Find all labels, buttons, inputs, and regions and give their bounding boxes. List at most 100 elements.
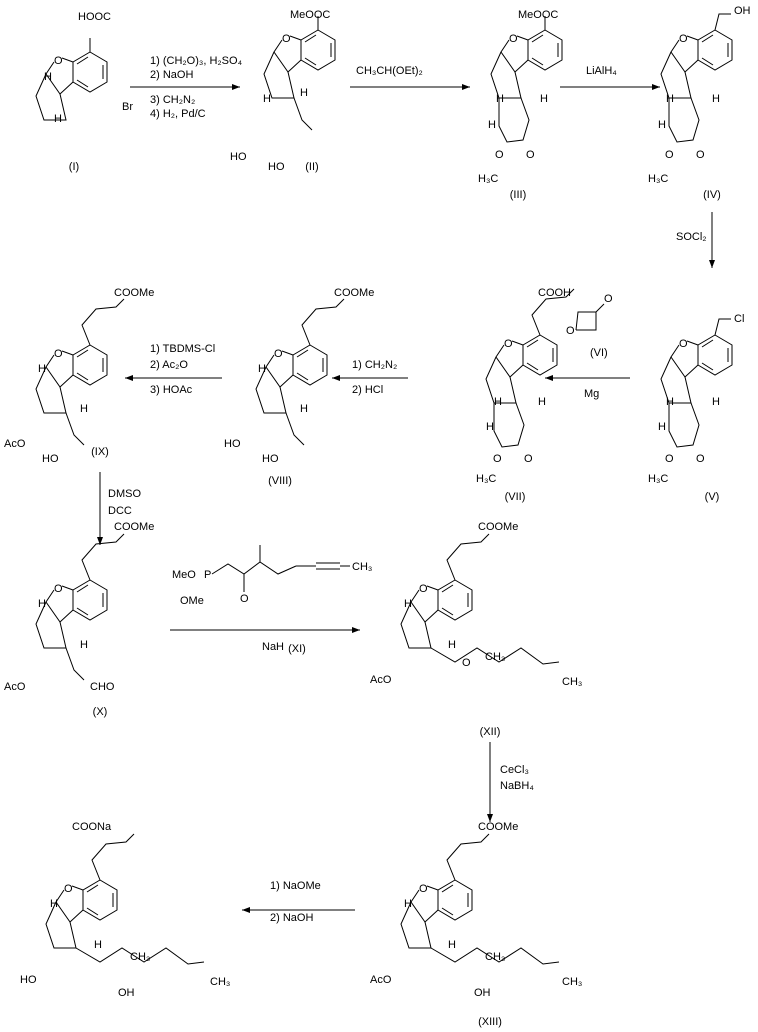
bond xyxy=(211,561,297,575)
bond xyxy=(65,647,85,681)
reagent-text: DMSO xyxy=(108,488,141,500)
atom-label: OH xyxy=(474,987,491,999)
bond xyxy=(575,311,597,331)
compound-label: (II) xyxy=(305,161,318,173)
arrow-r3: LiAlH₄ xyxy=(560,65,660,90)
bond xyxy=(61,350,74,356)
atom-label: OMe xyxy=(180,595,204,607)
reagent-text: 1) TBDMS-Cl xyxy=(150,343,215,355)
bond xyxy=(76,349,89,358)
atom-label: CH₃ xyxy=(130,951,150,963)
atom-label: H xyxy=(658,421,666,433)
bond xyxy=(670,344,699,378)
bond xyxy=(701,339,714,348)
bond xyxy=(273,39,302,73)
atom-label: CH₃ xyxy=(352,561,372,573)
atom-label: AcO xyxy=(4,438,26,450)
bond xyxy=(701,362,714,371)
atom-label: CH₃ xyxy=(562,676,582,688)
atom-label: HO xyxy=(20,974,37,986)
atom-label: MeO xyxy=(172,569,196,581)
bond xyxy=(697,334,733,376)
bond xyxy=(45,901,77,949)
bond xyxy=(72,344,108,386)
arrow-r5: Mg xyxy=(545,375,630,400)
compound-label: (VIII) xyxy=(268,475,292,487)
arrow-head xyxy=(652,84,660,90)
bond xyxy=(81,533,125,581)
bond xyxy=(281,350,294,356)
atom-label: OH xyxy=(734,5,751,17)
arrow-head xyxy=(242,907,250,913)
bond xyxy=(516,35,529,41)
furan-oxygen: O xyxy=(419,583,428,595)
bond xyxy=(531,57,544,66)
arrow-r8: DMSO DCC xyxy=(97,472,141,545)
bond xyxy=(35,601,67,649)
compound-label: (IX) xyxy=(91,446,109,458)
atom-label: CH₃ xyxy=(485,951,505,963)
atom-label: CH₃ xyxy=(210,976,230,988)
bond xyxy=(35,73,67,121)
bond xyxy=(668,402,700,448)
bond xyxy=(527,29,563,71)
bond xyxy=(670,39,699,73)
bond xyxy=(76,607,89,616)
bond xyxy=(697,29,733,71)
atom-label: HO xyxy=(42,453,59,465)
reagent-text: 3) CH₂N₂ xyxy=(150,94,195,106)
bond xyxy=(81,298,125,346)
furan-oxygen: O xyxy=(54,55,63,67)
atom-label: H₃C xyxy=(648,473,668,485)
bond xyxy=(86,907,99,916)
bond xyxy=(526,339,539,348)
bond xyxy=(61,57,74,63)
arrow-r4: SOCl₂ xyxy=(676,212,715,268)
bond xyxy=(292,344,328,386)
arrow-r2: CH₃CH(OEt)₂ xyxy=(350,65,470,90)
bond xyxy=(76,79,89,88)
atom-label: H xyxy=(712,396,720,408)
reagent-text: 2) Ac₂O xyxy=(150,359,188,371)
arrow-head xyxy=(545,375,553,381)
compound-label: (XII) xyxy=(480,726,501,738)
atom-label: H xyxy=(666,93,674,105)
furan-oxygen: O xyxy=(504,338,513,350)
reagent-text: 1) (CH₂O)₃, H₂SO₄ xyxy=(150,55,243,67)
atom-label: H xyxy=(300,403,308,415)
reagent-text: DCC xyxy=(108,505,132,517)
bond xyxy=(441,884,454,893)
atom-label: H₃C xyxy=(648,173,668,185)
atom-label: O xyxy=(566,325,575,337)
atom-label: H₃C xyxy=(476,473,496,485)
furan-oxygen: O xyxy=(274,348,283,360)
atom-label: COOH xyxy=(538,287,571,299)
reagent-VI: OO(VI) xyxy=(566,293,613,359)
bond xyxy=(446,533,490,581)
atom-label: AcO xyxy=(4,681,26,693)
atom-label: H xyxy=(404,898,412,910)
bond xyxy=(511,340,524,346)
bond xyxy=(446,833,490,881)
compound-label: (I) xyxy=(69,161,79,173)
atom-label: H xyxy=(496,93,504,105)
atom-label: H₃C xyxy=(478,173,498,185)
reagent-text: 3) HOAc xyxy=(150,384,193,396)
atom-label: H xyxy=(486,421,494,433)
bond xyxy=(91,833,135,881)
reagent-text: NaBH₄ xyxy=(500,780,534,792)
bond xyxy=(701,34,714,43)
atom-label: H xyxy=(658,119,666,131)
bond xyxy=(714,13,731,31)
bond xyxy=(285,412,305,446)
atom-label: O xyxy=(604,293,613,305)
atom-label: H xyxy=(263,93,271,105)
atom-label: H xyxy=(50,898,58,910)
reagent-text: 2) HCl xyxy=(352,384,383,396)
